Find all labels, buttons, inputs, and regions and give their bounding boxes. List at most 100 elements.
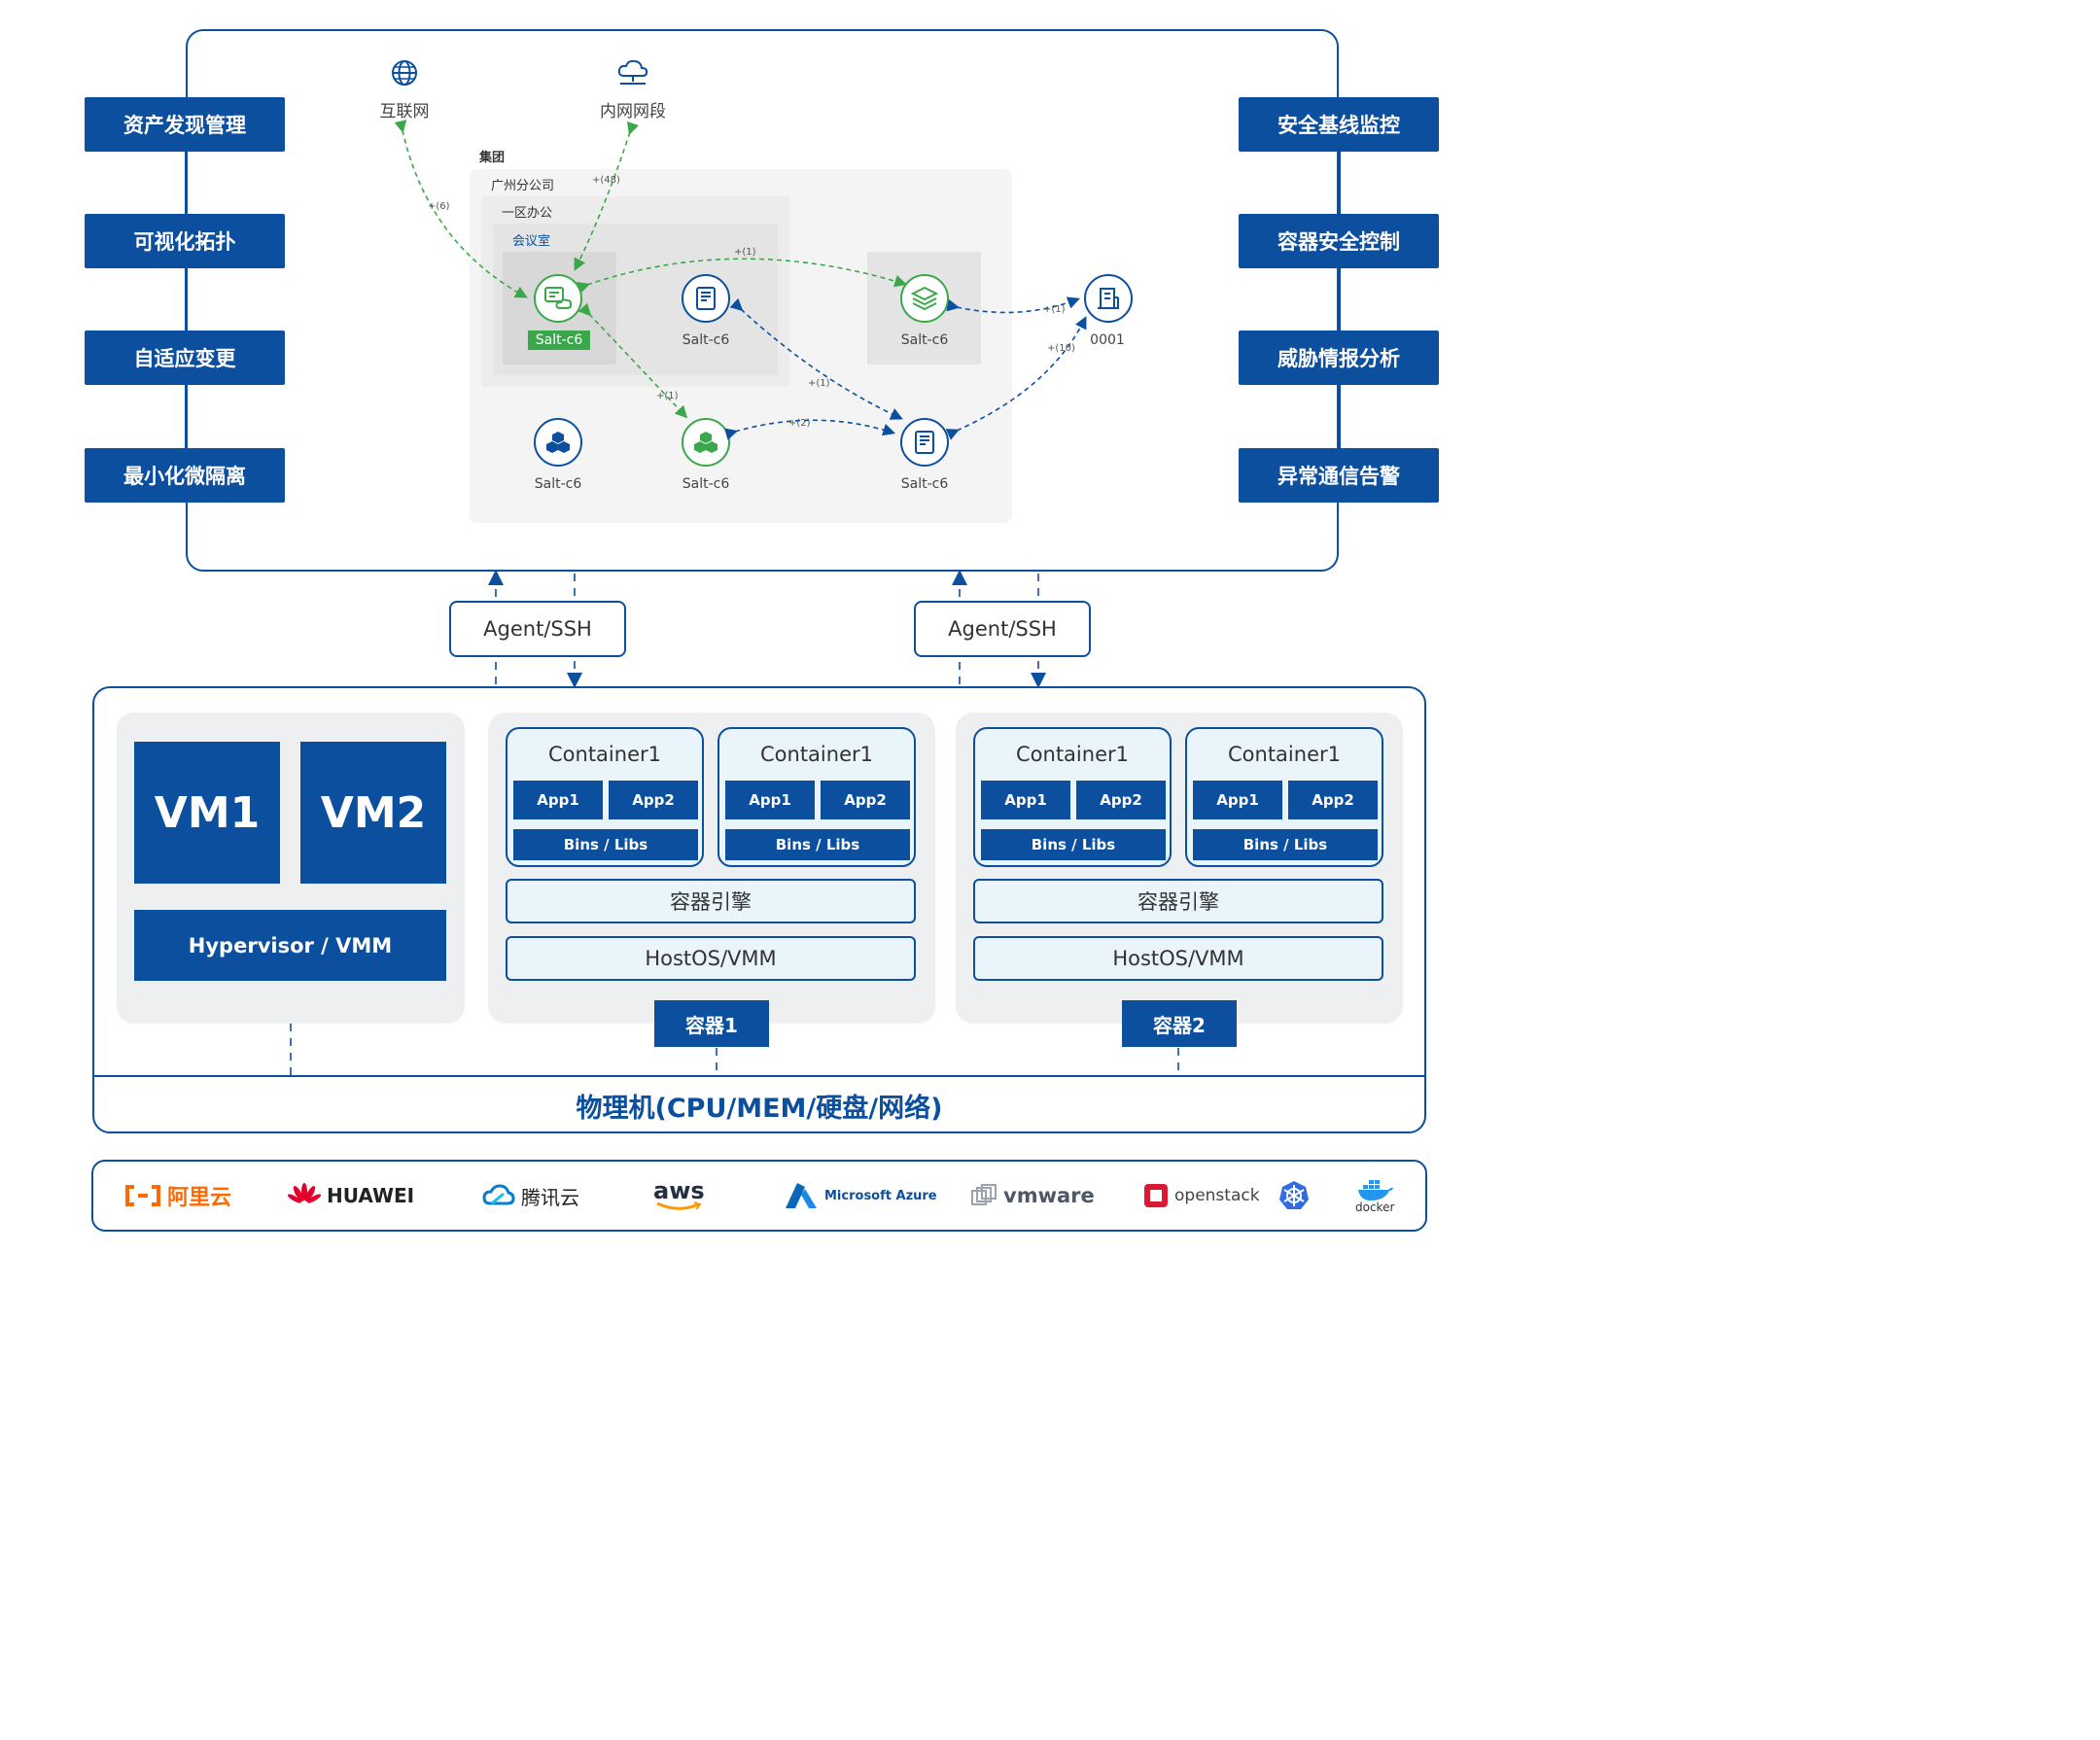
edge-selected-layers [576,258,908,295]
kubernetes-logo [1278,1162,1311,1230]
vm2-box[interactable]: VM2 [300,742,446,884]
bins-libs-box[interactable]: Bins / Libs [981,829,1166,860]
cloud-network-icon[interactable] [615,58,650,87]
edge-label-intranet: +(48) [592,175,620,186]
cluster-node-label: Salt-c6 [534,476,582,492]
container-box[interactable]: Container1 App1 App2 Bins / Libs [973,727,1172,867]
container-box[interactable]: Container1 App1 App2 Bins / Libs [718,727,916,867]
edge-label-b-building: +(10) [1047,343,1075,354]
edge-label-internet: +(6) [428,201,450,212]
aliyun-text: 阿里云 [167,1186,232,1210]
physical-connectors [93,1024,1425,1077]
kubernetes-icon [1279,1181,1309,1209]
app2-box[interactable]: App2 [821,781,910,819]
huawei-text: HUAWEI [327,1184,415,1207]
feature-threat-intel[interactable]: 威胁情报分析 [1239,331,1439,385]
feature-container-control[interactable]: 容器安全控制 [1239,214,1439,268]
openstack-logo: openstack [1143,1162,1260,1230]
feature-anomaly-alert[interactable]: 异常通信告警 [1239,448,1439,503]
green-cluster-node[interactable] [682,418,730,467]
bins-libs-box[interactable]: Bins / Libs [725,829,910,860]
physical-machine-label: 物理机(CPU/MEM/硬盘/网络) [576,1093,943,1124]
selected-server-node[interactable] [534,274,582,323]
right-connector-line [1339,124,1341,474]
server-node-b[interactable] [900,418,949,467]
container-title: Container1 [760,743,873,766]
container-box[interactable]: Container1 App1 App2 Bins / Libs [506,727,704,867]
docker-whale-icon [1358,1180,1394,1201]
server-node-a-label: Salt-c6 [682,332,730,348]
edge-intranet [574,121,640,271]
container-engine-layer[interactable]: 容器引擎 [506,879,916,923]
feature-asset-discovery[interactable]: 资产发现管理 [85,97,285,152]
edge-label-selected-layers: +(1) [734,247,756,258]
container-tag-2: 容器2 [1122,1000,1237,1047]
host-os-layer[interactable]: HostOS/VMM [506,936,916,981]
edge-label-server-a-b: +(1) [808,378,830,389]
bins-libs-box[interactable]: Bins / Libs [1193,829,1378,860]
vendor-bar: 阿里云 HUAWEI 腾讯云 aws Microsoft Azure vmwar… [91,1160,1427,1232]
cluster-node[interactable] [534,418,582,467]
agent-ssh-box-left[interactable]: Agent/SSH [449,601,626,657]
host-os-layer[interactable]: HostOS/VMM [973,936,1383,981]
building-node[interactable] [1084,274,1133,323]
huawei-logo: HUAWEI [288,1162,414,1230]
feature-adaptive-change[interactable]: 自适应变更 [85,331,285,385]
edge-internet [394,120,528,298]
tencent-cloud-icon [482,1184,515,1205]
edge-layers-building [946,296,1080,314]
container-tag-1: 容器1 [654,1000,769,1047]
app2-box[interactable]: App2 [609,781,698,819]
intranet-label: 内网网段 [600,102,666,122]
edge-label-selected-green: +(1) [656,391,679,401]
app1-box[interactable]: App1 [725,781,815,819]
edge-selected-green [578,302,688,419]
azure-icon [786,1183,817,1208]
globe-icon[interactable] [390,58,419,87]
feature-baseline-monitor[interactable]: 安全基线监控 [1239,97,1439,152]
aws-smile-icon [656,1201,703,1210]
container-title: Container1 [548,743,661,766]
app1-box[interactable]: App1 [981,781,1070,819]
aliyun-icon [125,1185,160,1206]
edge-server-a-b [729,297,903,420]
openstack-icon [1144,1184,1168,1207]
feature-micro-isolation[interactable]: 最小化微隔离 [85,448,285,503]
aws-logo: aws [653,1162,705,1230]
aliyun-logo: 阿里云 [124,1162,231,1230]
app1-box[interactable]: App1 [1193,781,1282,819]
container-title: Container1 [1228,743,1341,766]
internet-label: 互联网 [379,102,430,122]
aws-text: aws [653,1177,705,1204]
huawei-icon [288,1183,321,1203]
agent-connectors [488,570,1046,688]
container-title: Container1 [1016,743,1129,766]
app1-box[interactable]: App1 [513,781,603,819]
docker-text: docker [1355,1201,1395,1214]
tencent-text: 腾讯云 [521,1185,579,1209]
bins-libs-box[interactable]: Bins / Libs [513,829,698,860]
vm1-box[interactable]: VM1 [134,742,280,884]
azure-logo: Microsoft Azure [784,1162,937,1230]
vmware-logo: vmware [970,1162,1095,1230]
edge-green-b [724,419,896,440]
edge-label-layers-building: +(1) [1043,304,1066,315]
azure-text: Microsoft Azure [824,1188,937,1203]
openstack-text: openstack [1174,1186,1260,1205]
container-engine-layer[interactable]: 容器引擎 [973,879,1383,923]
tencent-logo: 腾讯云 [482,1162,579,1230]
feature-visual-topology[interactable]: 可视化拓扑 [85,214,285,268]
vmware-text: vmware [1003,1184,1095,1207]
vmware-icon [971,1184,997,1205]
docker-logo: docker [1355,1162,1394,1230]
layers-node-label: Salt-c6 [900,332,949,348]
agent-ssh-box-right[interactable]: Agent/SSH [914,601,1091,657]
app2-box[interactable]: App2 [1288,781,1378,819]
app2-box[interactable]: App2 [1076,781,1166,819]
hypervisor-box[interactable]: Hypervisor / VMM [134,910,446,981]
green-cluster-node-label: Salt-c6 [682,476,730,492]
selected-node-badge: Salt-c6 [528,331,590,350]
topology-edges [394,120,1087,440]
container-box[interactable]: Container1 App1 App2 Bins / Libs [1185,727,1383,867]
building-node-label: 0001 [1090,332,1125,348]
